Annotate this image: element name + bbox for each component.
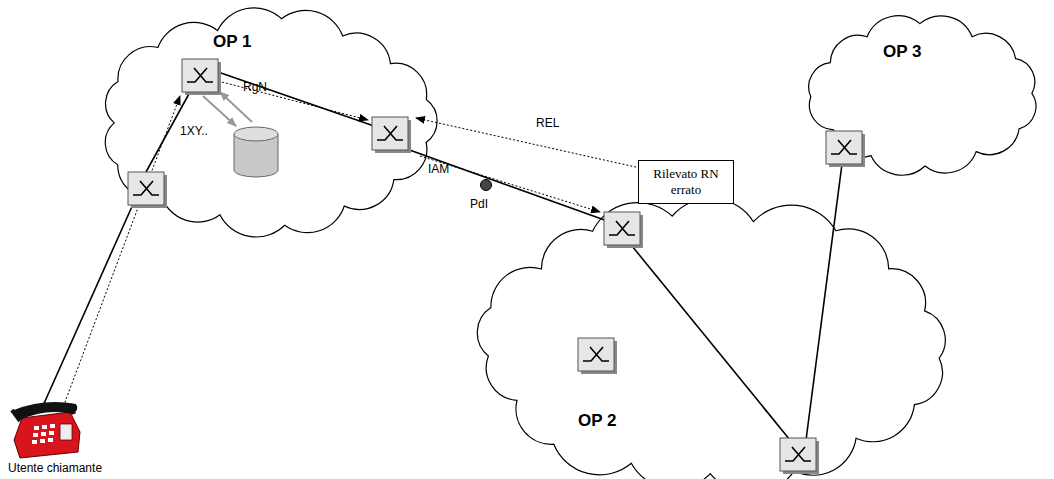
telephone-icon [12, 402, 80, 458]
user-label: Utente chiamante [8, 461, 102, 475]
response-label: RgN [243, 80, 267, 94]
note-box: Rilevato RN errato [638, 160, 734, 204]
operator-name: OP 1 [213, 32, 251, 52]
note-text: Rilevato RN errato [652, 166, 720, 198]
query-label: 1XY.. [180, 124, 208, 138]
signal-name: IAM [428, 162, 449, 176]
point-label: PdI [470, 197, 488, 211]
cloud-outline [468, 195, 956, 479]
operator-cloud: OP 2 [468, 195, 956, 479]
operator-name: OP 2 [578, 411, 616, 431]
signal-name: REL [536, 116, 559, 130]
operator-name: OP 3 [883, 42, 921, 62]
database-cylinder [234, 127, 278, 177]
interconnection-point [481, 180, 492, 191]
